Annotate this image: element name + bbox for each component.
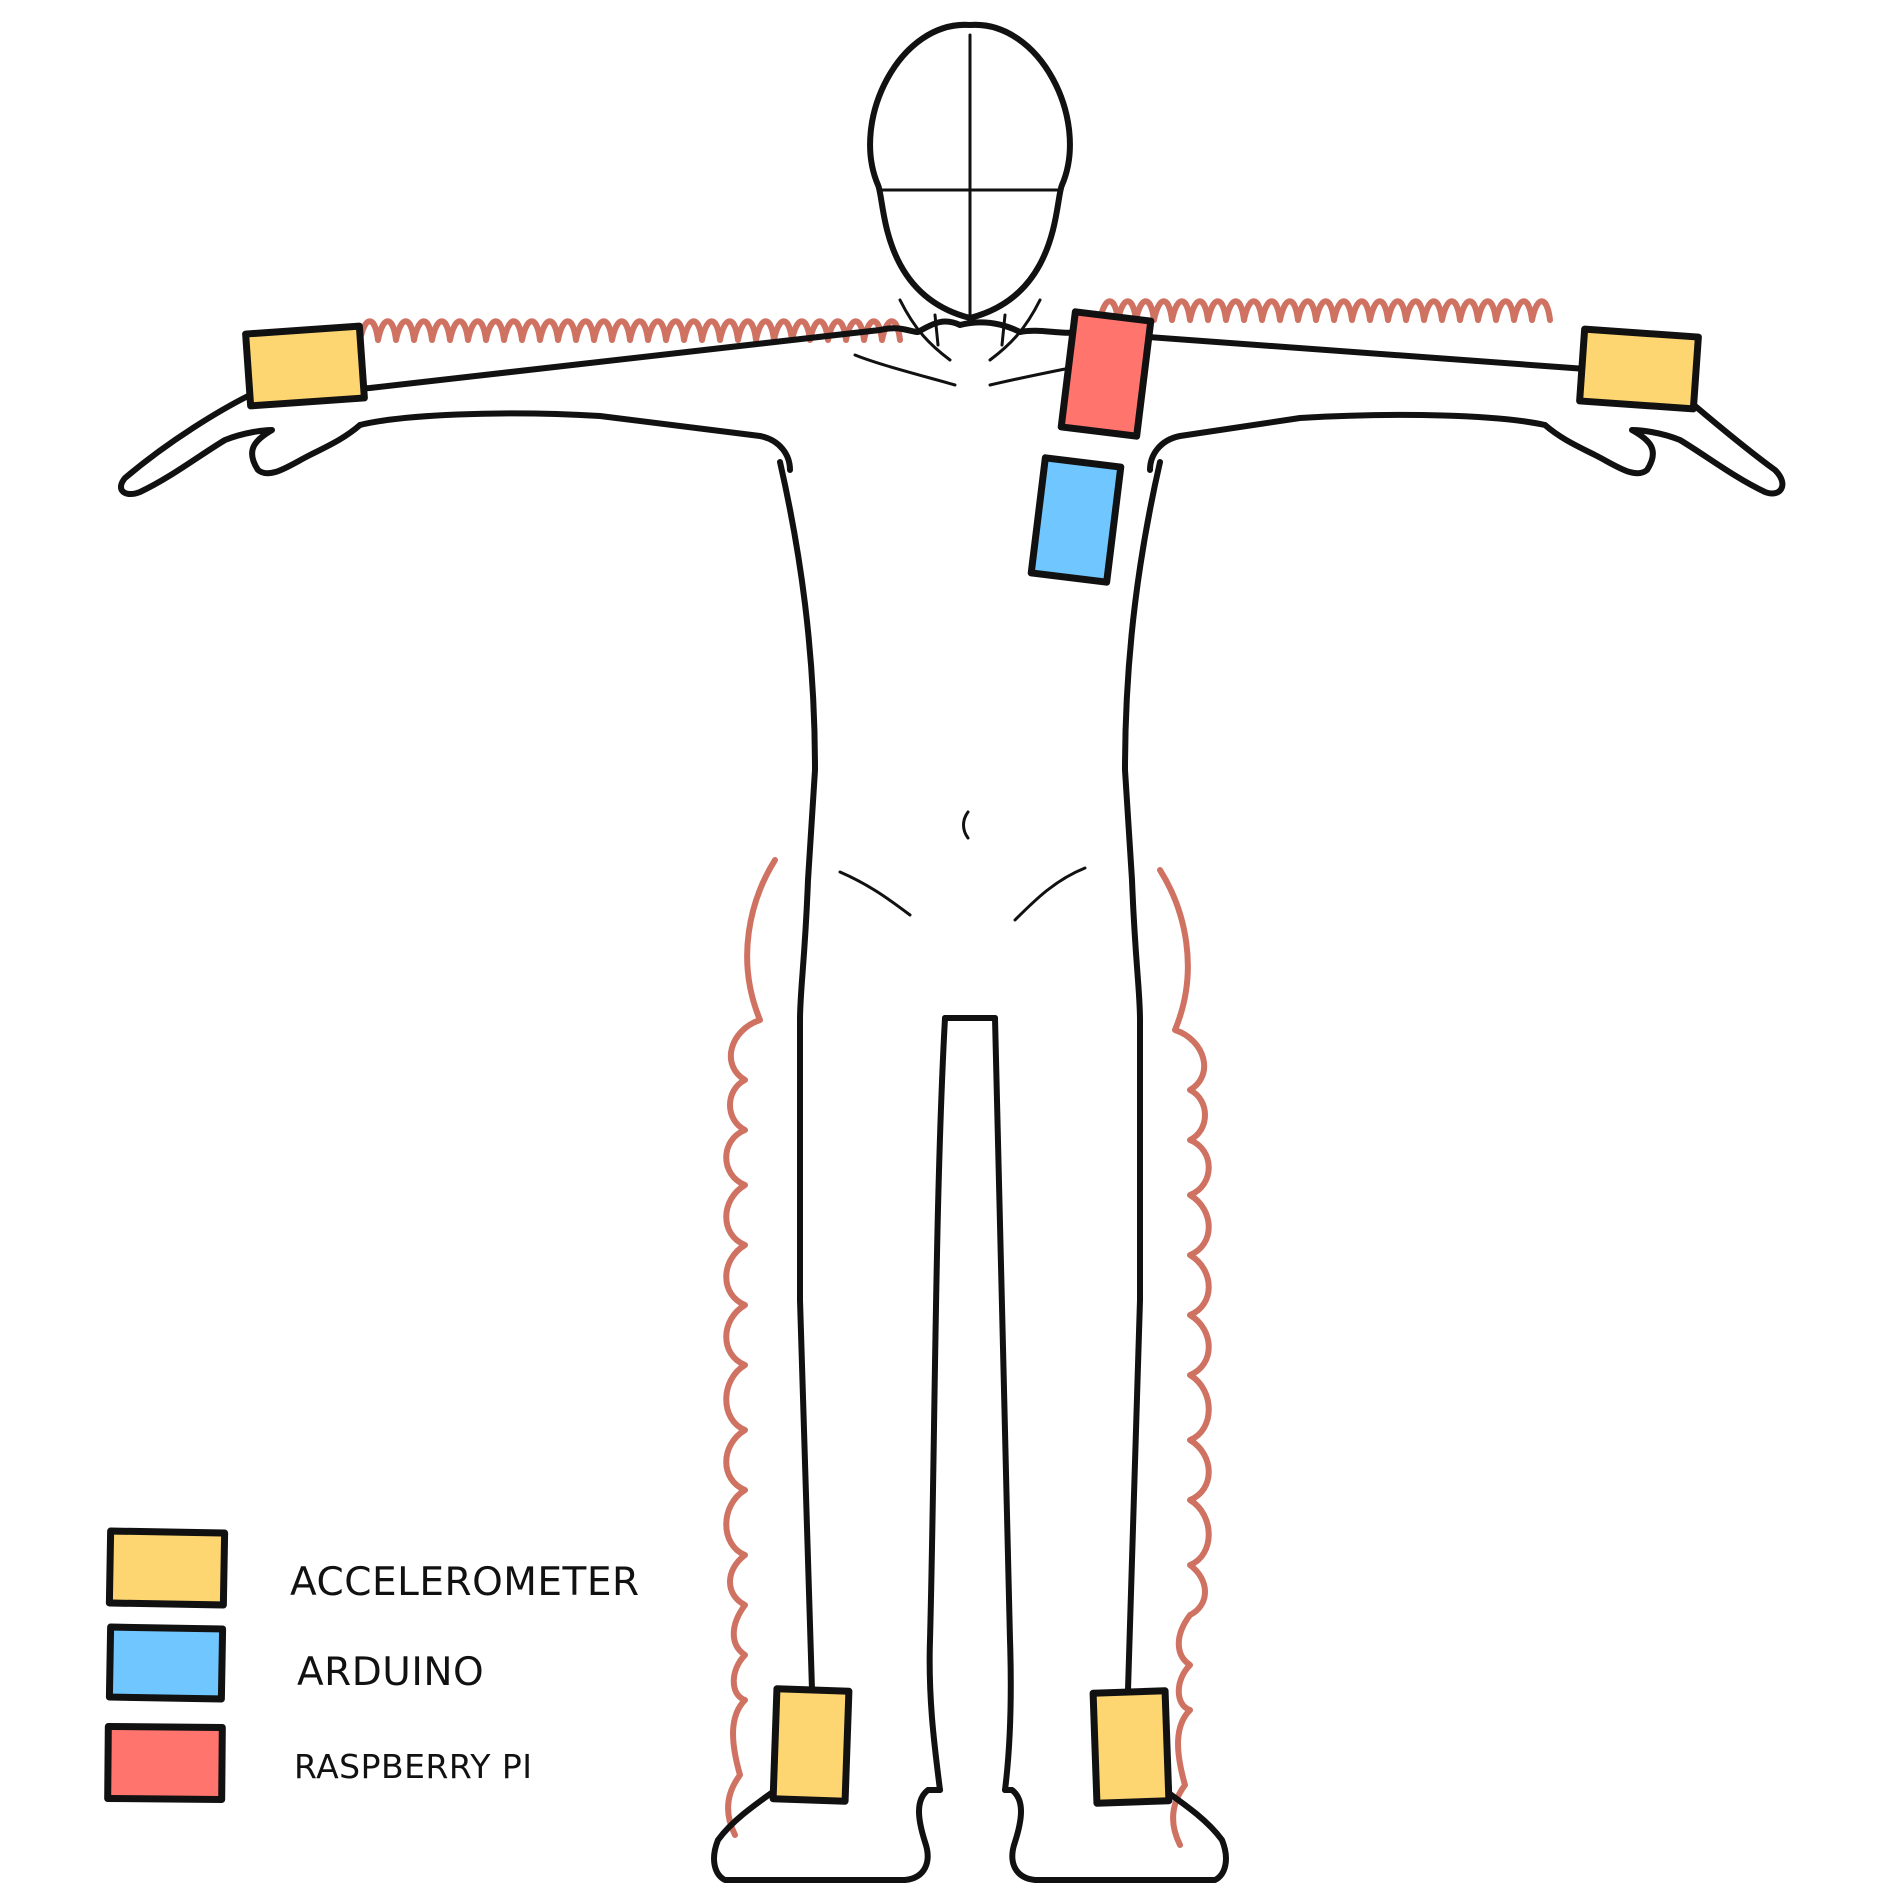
wire-left-leg (723, 857, 778, 1838)
accelerometer-right-ankle (1089, 1687, 1173, 1807)
left-foot-outline (711, 1757, 943, 1883)
accelerometer-left-wrist (242, 322, 368, 410)
legend (104, 1527, 229, 1803)
raspberry-pi-chest (1057, 308, 1155, 440)
accelerometer-left-ankle (769, 1685, 853, 1805)
human-figure (118, 21, 1786, 1883)
collarbone-right (988, 366, 1072, 387)
legend-swatch-raspberry-pi (104, 1723, 226, 1803)
left-leg-inner (926, 1015, 948, 1793)
right-leg-outer (1120, 1017, 1143, 1763)
legend-swatch-arduino (105, 1623, 227, 1703)
legend-label-arduino: ARDUINO (297, 1650, 485, 1695)
arms-bottom-outline (357, 410, 1548, 473)
legend-label-raspberry-pi: RASPBERRY PI (294, 1747, 533, 1786)
arduino-chest (1027, 454, 1125, 586)
collarbone-left (853, 353, 957, 387)
left-hand-outline (118, 392, 363, 498)
arms-top-outline (247, 318, 1653, 398)
legend-label-accelerometer: ACCELEROMETER (290, 1560, 640, 1605)
hip-line-right (1013, 866, 1087, 922)
wire-right-arm (1097, 298, 1553, 323)
wire-right-leg (1157, 867, 1212, 1848)
left-leg-outer (797, 1017, 820, 1763)
right-hand-outline (1542, 369, 1786, 497)
wire-group (357, 298, 1553, 1848)
right-leg-inner (992, 1015, 1014, 1793)
neck-detail (898, 298, 1042, 362)
head-outline (867, 21, 1073, 321)
hip-line-left (838, 870, 912, 917)
torso-right-side (1122, 459, 1163, 1023)
accelerometer-right-wrist (1576, 325, 1702, 413)
legend-swatch-accelerometer (105, 1527, 229, 1609)
navel (962, 810, 970, 840)
component-group (242, 308, 1702, 1807)
torso-left-side (777, 459, 818, 1023)
right-foot-outline (1002, 1757, 1229, 1883)
